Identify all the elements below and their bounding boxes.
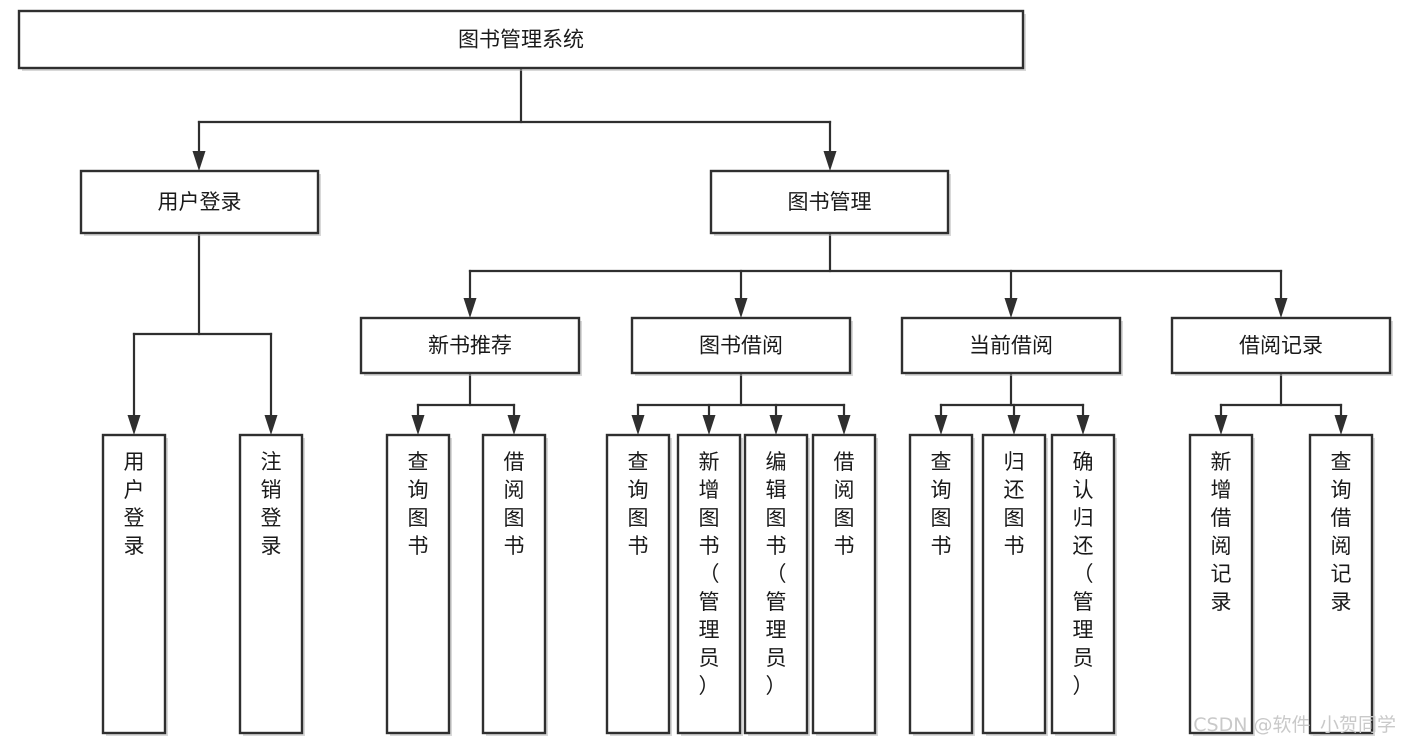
node-border xyxy=(79,169,320,235)
node-borrow-record[interactable]: 借阅记录 xyxy=(1170,316,1393,376)
node-leaf-return-book[interactable]: 归还图书 xyxy=(981,433,1048,736)
node-label: 借阅图书 xyxy=(834,450,855,558)
node-label: 查询借阅记录 xyxy=(1331,450,1352,614)
node-book-borrow[interactable]: 图书借阅 xyxy=(630,316,853,376)
node-root[interactable]: 图书管理系统 xyxy=(17,9,1026,71)
node-label: 新增图书（管理员） xyxy=(699,450,720,698)
connector-layer xyxy=(127,66,1348,435)
node-border xyxy=(17,9,1025,70)
node-leaf-query-book-1[interactable]: 查询图书 xyxy=(385,433,452,736)
csdn-watermark: CSDN @软件_小贺同学 xyxy=(1193,714,1396,736)
node-border xyxy=(908,433,974,735)
node-label: 图书借阅 xyxy=(699,334,783,358)
node-border xyxy=(1050,433,1116,735)
node-border xyxy=(481,433,547,735)
node-new-book-recommend[interactable]: 新书推荐 xyxy=(359,316,582,376)
node-border xyxy=(1170,316,1392,375)
node-border xyxy=(743,433,809,735)
node-label: 用户登录 xyxy=(158,190,242,214)
node-border xyxy=(101,433,167,735)
node-label: 查询图书 xyxy=(931,450,952,558)
node-current-borrow[interactable]: 当前借阅 xyxy=(900,316,1123,376)
connector-edge-borrowrecord-bus xyxy=(1214,371,1348,435)
node-leaf-borrow-book-1[interactable]: 借阅图书 xyxy=(481,433,548,736)
node-label: 新书推荐 xyxy=(428,334,512,358)
node-border xyxy=(630,316,852,375)
connector-edge-root-bus xyxy=(192,66,837,171)
node-label: 图书管理系统 xyxy=(458,28,584,52)
node-book-management[interactable]: 图书管理 xyxy=(709,169,951,236)
node-leaf-query-borrow-record[interactable]: 查询借阅记录 xyxy=(1308,433,1375,736)
node-label: 用户登录 xyxy=(124,450,145,558)
node-leaf-logout-login[interactable]: 注销登录 xyxy=(238,433,305,736)
connector-edge-bookborrow-bus xyxy=(631,371,851,435)
connector-edge-newbook-bus xyxy=(411,371,521,435)
node-border xyxy=(359,316,581,375)
node-border xyxy=(605,433,671,735)
node-border xyxy=(385,433,451,735)
node-leaf-add-book[interactable]: 新增图书（管理员） xyxy=(676,433,743,736)
connector-edge-bookmgmt-bus xyxy=(463,231,1288,318)
node-border xyxy=(811,433,877,735)
node-border xyxy=(981,433,1047,735)
node-leaf-add-borrow-record[interactable]: 新增借阅记录 xyxy=(1188,433,1255,736)
node-leaf-edit-book[interactable]: 编辑图书（管理员） xyxy=(743,433,810,736)
node-leaf-confirm-return[interactable]: 确认归还（管理员） xyxy=(1050,433,1117,736)
node-label: 图书管理 xyxy=(788,190,872,214)
node-label: 借阅图书 xyxy=(504,450,525,558)
node-leaf-query-book-3[interactable]: 查询图书 xyxy=(908,433,975,736)
node-layer: 图书管理系统用户登录图书管理新书推荐图书借阅当前借阅借阅记录用户登录注销登录查询… xyxy=(17,9,1393,736)
node-label: 当前借阅 xyxy=(969,334,1053,358)
node-border xyxy=(1308,433,1374,735)
node-leaf-query-book-2[interactable]: 查询图书 xyxy=(605,433,672,736)
node-label: 注销登录 xyxy=(261,450,282,558)
node-label: 确认归还（管理员） xyxy=(1073,450,1094,698)
node-label: 新增借阅记录 xyxy=(1211,450,1232,614)
connector-edge-userlogin-bus xyxy=(127,231,278,435)
node-leaf-borrow-book-2[interactable]: 借阅图书 xyxy=(811,433,878,736)
node-border xyxy=(238,433,304,735)
node-user-login[interactable]: 用户登录 xyxy=(79,169,321,236)
node-label: 归还图书 xyxy=(1004,450,1025,558)
node-leaf-user-login[interactable]: 用户登录 xyxy=(101,433,168,736)
node-border xyxy=(1188,433,1254,735)
node-label: 编辑图书（管理员） xyxy=(766,450,787,698)
node-label: 查询图书 xyxy=(628,450,649,558)
node-label: 查询图书 xyxy=(408,450,429,558)
node-border xyxy=(900,316,1122,375)
node-label: 借阅记录 xyxy=(1239,334,1323,358)
node-border xyxy=(676,433,742,735)
connector-edge-currentborrow-bus xyxy=(934,371,1090,435)
node-border xyxy=(709,169,950,235)
